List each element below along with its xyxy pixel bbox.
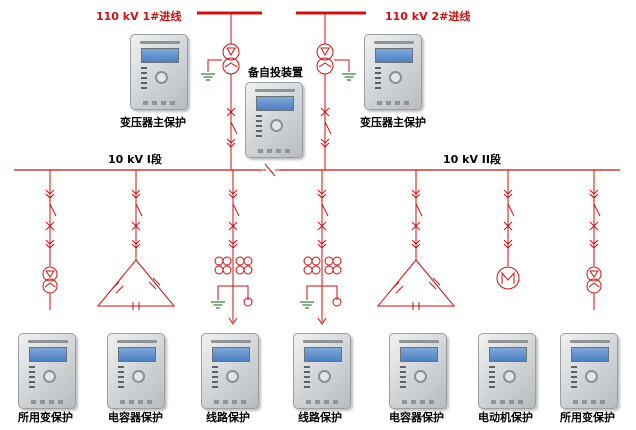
branch1-switch xyxy=(49,203,57,217)
branch3-line xyxy=(214,170,253,325)
incomer2-ground xyxy=(341,73,357,81)
feeder-line-right-label: 线路保护 xyxy=(298,411,342,424)
transformer-protect-right-label: 变压器主保护 xyxy=(360,116,426,129)
branch4-line xyxy=(303,170,342,325)
incomer2-switch xyxy=(324,121,332,135)
relay-station-left xyxy=(18,333,76,409)
bus-tie-switch xyxy=(261,163,280,177)
feeder-line-left-label: 线路保护 xyxy=(206,411,250,424)
relay-transformer-right xyxy=(364,34,422,110)
branch7-switch xyxy=(593,203,601,217)
incomer1-switch xyxy=(230,121,238,135)
branch7-line xyxy=(586,170,602,310)
branch5-line xyxy=(376,170,456,310)
relay-capacitor-right xyxy=(389,333,447,409)
branch5-switch xyxy=(415,203,423,217)
feeder-station-left-label: 所用变保护 xyxy=(18,411,73,424)
relay-line-right xyxy=(293,333,351,409)
branch4-switch xyxy=(321,203,329,217)
transformer-protect-left-label: 变压器主保护 xyxy=(120,116,186,129)
branch3-ground xyxy=(210,301,226,309)
incomer1-feeder xyxy=(222,13,240,170)
branch6-line xyxy=(496,170,520,290)
feeder-capacitor-right-label: 电容器保护 xyxy=(389,411,444,424)
branch1-line xyxy=(42,170,58,310)
incomer2-ground-lead xyxy=(334,59,350,72)
incomer1-ground xyxy=(200,73,216,81)
branch6-switch xyxy=(507,203,515,217)
branch4-ground xyxy=(299,301,315,309)
branch2-switch xyxy=(135,203,143,217)
incomer2-feeder xyxy=(316,13,334,170)
relay-transformer-left xyxy=(130,34,188,110)
bus2-label: 10 kV II段 xyxy=(443,153,501,166)
feeder-motor-label: 电动机保护 xyxy=(478,411,533,424)
bus1-label: 10 kV I段 xyxy=(108,153,162,166)
relay-autoswitch xyxy=(245,82,303,158)
incoming2-label: 110 kV 2#进线 xyxy=(385,10,471,23)
branch2-line xyxy=(96,170,176,310)
feeder-station-right-label: 所用变保护 xyxy=(560,411,615,424)
relay-station-right xyxy=(560,333,618,409)
incoming1-label: 110 kV 1#进线 xyxy=(96,10,182,23)
relay-capacitor-left xyxy=(107,333,165,409)
branch3-switch xyxy=(232,203,240,217)
relay-motor xyxy=(478,333,536,409)
autoswitch-label: 备自投装置 xyxy=(248,66,303,79)
relay-line-left xyxy=(201,333,259,409)
incomer1-ground-lead xyxy=(207,59,222,72)
feeder-capacitor-left-label: 电容器保护 xyxy=(108,411,163,424)
